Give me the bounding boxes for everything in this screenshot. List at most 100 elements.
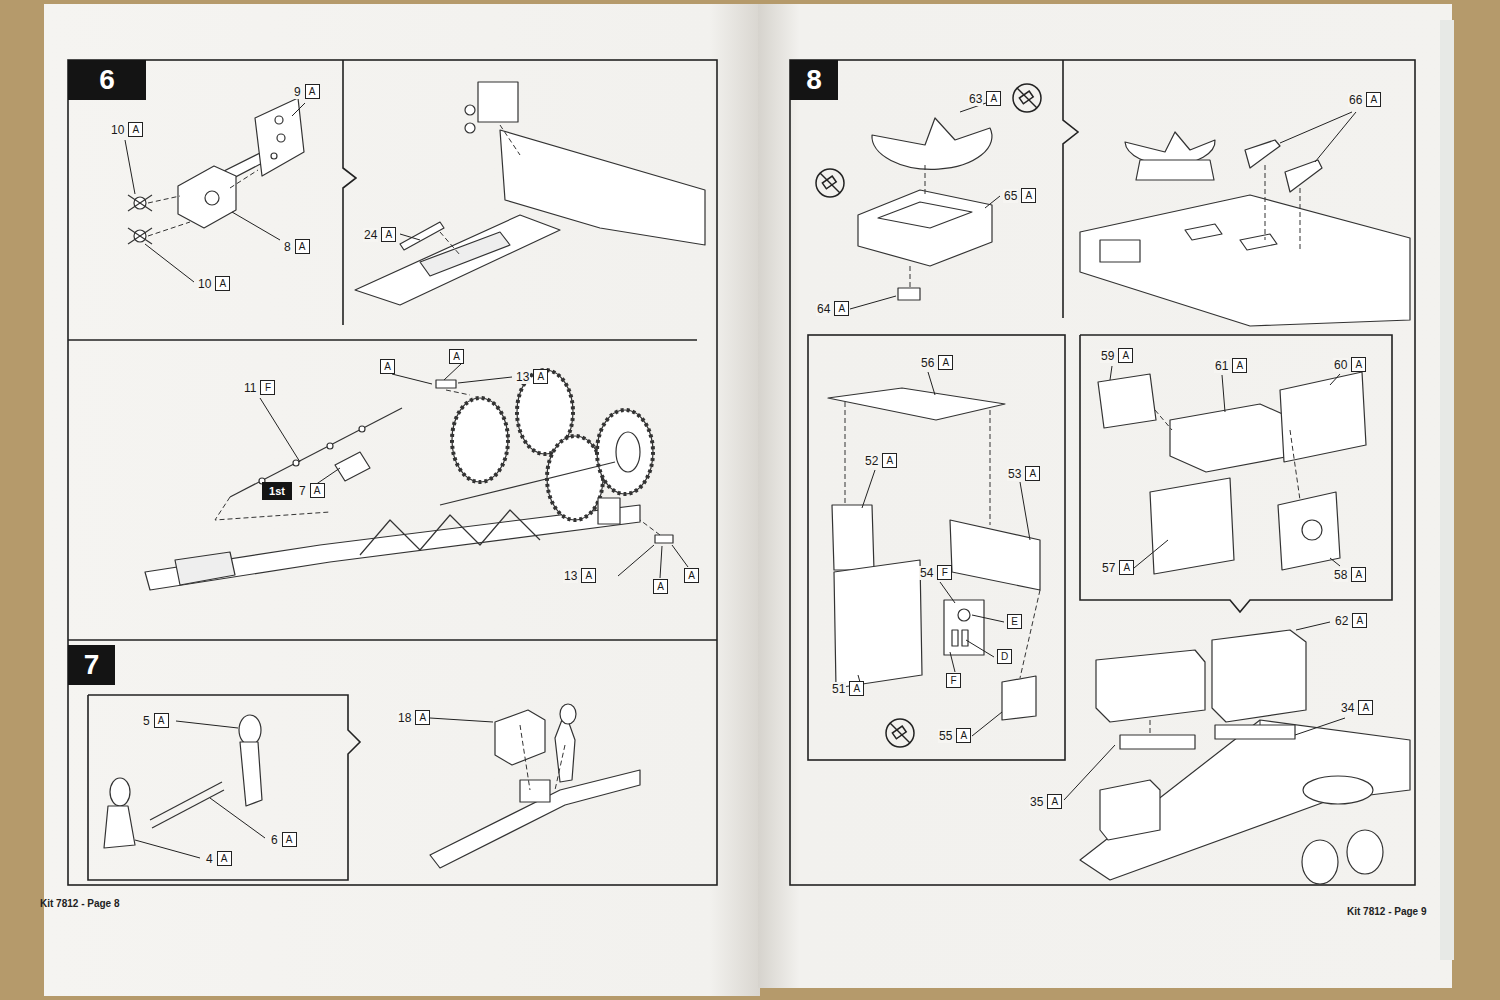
part-callout: 9A xyxy=(293,84,320,99)
sprue-letter: A xyxy=(849,681,864,696)
step6-parts xyxy=(128,82,705,590)
part-callout: 5A xyxy=(142,713,169,728)
sprue-letter: A xyxy=(1232,358,1247,373)
left-page xyxy=(44,4,760,996)
sprue-letter: A xyxy=(684,568,699,583)
callout-number: 4 xyxy=(205,852,214,866)
part-callout: A xyxy=(449,349,464,364)
sprue-letter: A xyxy=(1047,794,1062,809)
no-glue-symbol xyxy=(816,84,1041,747)
part-callout: 18A xyxy=(397,710,430,725)
part-callout: 53A xyxy=(1007,466,1040,481)
sprue-letter: A xyxy=(1021,188,1036,203)
part-callout: 34A xyxy=(1340,700,1373,715)
sprue-letter: A xyxy=(1118,348,1133,363)
callout-number: 10 xyxy=(197,277,212,291)
sprue-letter: A xyxy=(938,355,953,370)
callout-number: 35 xyxy=(1029,795,1044,809)
sprue-letter: A xyxy=(215,276,230,291)
sprue-letter: A xyxy=(1351,357,1366,372)
sprue-letter: A xyxy=(986,91,1001,106)
part-callout: 64A xyxy=(816,301,849,316)
part-callout: F xyxy=(946,673,961,688)
part-callout: 62A xyxy=(1334,613,1367,628)
sprue-letter: A xyxy=(128,122,143,137)
callout-number: 24 xyxy=(363,228,378,242)
callout-number: 9 xyxy=(293,85,302,99)
sprue-letter: A xyxy=(295,239,310,254)
step8-parts xyxy=(828,118,1410,884)
sprue-letter: A xyxy=(381,227,396,242)
sprue-letter: A xyxy=(154,713,169,728)
sprue-letter: A xyxy=(380,359,395,374)
sprue-letter: A xyxy=(1366,92,1381,107)
part-callout: 57A xyxy=(1101,560,1134,575)
callout-number: 63 xyxy=(968,92,983,106)
sprue-letter: A xyxy=(1352,613,1367,628)
part-callout: 60A xyxy=(1333,357,1366,372)
order-badge: 1st xyxy=(262,482,292,500)
leader-line xyxy=(125,103,1356,858)
callout-number: 66 xyxy=(1348,93,1363,107)
page-edge xyxy=(1440,20,1454,960)
page-footer: Kit 7812 - Page 9 xyxy=(1347,906,1426,917)
callout-number: 6 xyxy=(270,833,279,847)
callout-number: 58 xyxy=(1333,568,1348,582)
callout-number: 52 xyxy=(864,454,879,468)
step-number: 6 xyxy=(99,64,115,96)
callout-number: 54 xyxy=(919,566,934,580)
callout-number: 10 xyxy=(110,123,125,137)
part-callout: 59A xyxy=(1100,348,1133,363)
part-callout: 66A xyxy=(1348,92,1381,107)
sprue-letter: A xyxy=(956,728,971,743)
part-callout: 51A xyxy=(831,681,864,696)
sprue-letter: F xyxy=(937,565,952,580)
part-callout: 54F xyxy=(919,565,952,580)
part-callout: 61A xyxy=(1214,358,1247,373)
part-callout: 10A xyxy=(197,276,230,291)
part-callout: A xyxy=(653,579,668,594)
callout-number: 34 xyxy=(1340,701,1355,715)
callout-number: 59 xyxy=(1100,349,1115,363)
part-callout: 56A xyxy=(920,355,953,370)
part-callout: 65A xyxy=(1003,188,1036,203)
sprue-letter: A xyxy=(834,301,849,316)
sprue-letter: A xyxy=(217,851,232,866)
sprue-letter: A xyxy=(415,710,430,725)
callout-number: 55 xyxy=(938,729,953,743)
step-number: 8 xyxy=(806,64,822,96)
callout-number: 13 xyxy=(515,370,530,384)
sprue-letter: F xyxy=(260,380,275,395)
part-callout: 24A xyxy=(363,227,396,242)
callout-number: 60 xyxy=(1333,358,1348,372)
callout-number: 56 xyxy=(920,356,935,370)
part-callout: 63A xyxy=(968,91,1001,106)
callout-number: 7 xyxy=(298,484,307,498)
panel-frames xyxy=(68,60,1415,885)
sprue-letter: A xyxy=(1025,466,1040,481)
part-callout: 55A xyxy=(938,728,971,743)
right-page xyxy=(758,4,1452,988)
part-callout: E xyxy=(1007,614,1022,629)
callout-number: 51 xyxy=(831,682,846,696)
part-callout: A xyxy=(684,568,699,583)
part-callout: 6A xyxy=(270,832,297,847)
part-callout: 7A xyxy=(298,483,325,498)
sprue-letter: A xyxy=(882,453,897,468)
sprue-letter: A xyxy=(1358,700,1373,715)
callout-number: 64 xyxy=(816,302,831,316)
assembly-line xyxy=(148,125,1300,790)
callout-number: 53 xyxy=(1007,467,1022,481)
callout-number: 5 xyxy=(142,714,151,728)
sprue-letter: A xyxy=(1119,560,1134,575)
step-number-box: 7 xyxy=(68,645,115,685)
part-callout: 13A xyxy=(563,568,596,583)
sprue-letter: A xyxy=(1351,567,1366,582)
sprue-letter: A xyxy=(653,579,668,594)
callout-number: 11 xyxy=(243,381,257,395)
sprue-letter: A xyxy=(310,483,325,498)
part-callout: 11F xyxy=(243,380,275,395)
part-callout: 35A xyxy=(1029,794,1062,809)
part-callout: A xyxy=(380,359,395,374)
